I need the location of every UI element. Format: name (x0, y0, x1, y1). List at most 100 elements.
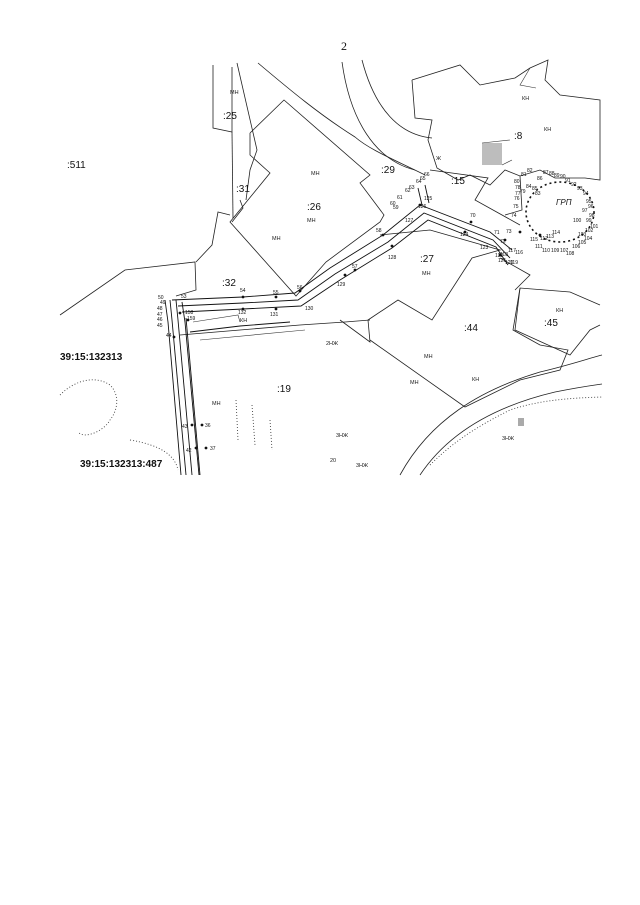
parcel-label-511: :511 (67, 160, 86, 171)
mark-3nzh: 3НЖ (502, 436, 514, 442)
parcel-label-19: :19 (277, 384, 291, 395)
point-number-label: 37 (210, 446, 216, 452)
point-number-label: 46 (157, 317, 163, 323)
parcel-labels: :511 :25 :31 :26 :29 :8 :15 :27 :32 :44 … (67, 111, 558, 395)
point-number-label: 125 (424, 196, 433, 202)
point-number-label: 87 (543, 170, 549, 176)
pipeline-route (164, 184, 513, 476)
point-number-label: 42 (186, 448, 192, 454)
mark-mn: МН (422, 271, 431, 277)
point-number-label: 94 (583, 191, 589, 197)
point-number-label: 106 (572, 244, 581, 250)
point-number-label: 102 (585, 228, 594, 234)
point-number-label: 82 (527, 168, 533, 174)
point-number-label: 132 (238, 310, 247, 316)
point-number-label: 124 (460, 232, 469, 238)
point-number-label: 61 (397, 195, 403, 201)
mark-kn: КН (472, 377, 479, 383)
point-number-label: 123 (480, 245, 489, 251)
point-number-label: 115 (530, 237, 538, 243)
point-number-label: 101 (590, 224, 599, 230)
mark-kn: КН (240, 318, 247, 324)
point-number-label: 97 (582, 208, 588, 214)
point-number-label: 89 (554, 173, 560, 179)
mark-2nzh: 2НЖ (326, 341, 338, 347)
point-number-label: 71 (494, 230, 500, 236)
grp-label: ГРП (556, 198, 572, 207)
parcel-label-26: :26 (307, 202, 321, 213)
point-number-label: 58 (376, 228, 382, 234)
point-number-label: 64 (416, 179, 422, 185)
mark-mn: МН (424, 354, 433, 360)
point-number-label: 86 (537, 176, 543, 182)
mark-kn: КН (556, 308, 563, 314)
point-number-label: 131 (270, 312, 279, 318)
mark-3nzh: 3НЖ (336, 433, 348, 439)
point-number-label: 100 (573, 218, 582, 224)
cadastral-block-label: 39:15:132313 (60, 352, 123, 363)
point-number-label: 116 (515, 250, 523, 256)
point-number-label: 91 (565, 178, 571, 184)
mark-3nzh: 3НЖ (356, 463, 368, 469)
point-number-label: 79 (520, 189, 526, 195)
point-number-label: 73 (506, 229, 512, 235)
point-number-label: 59 (393, 205, 399, 211)
point-number-label: 117 (508, 248, 516, 254)
mark-kn: КН (522, 96, 529, 102)
point-number-label: 88 (549, 171, 555, 177)
parcel-label-25: :25 (223, 111, 237, 122)
point-number-label: 85 (532, 186, 538, 192)
point-number-label: 72 (500, 239, 506, 245)
point-number-label: 77 (515, 191, 521, 197)
point-number-label: 70 (470, 213, 476, 219)
parcel-label-31: :31 (236, 184, 250, 195)
mark-mn: МН (272, 236, 281, 242)
point-number-label: 36 (205, 423, 211, 429)
point-number-label: 53 (181, 294, 187, 300)
point-number-label: 128 (388, 255, 397, 261)
mark-mn: МН (311, 171, 320, 177)
point-number-label: 121 (498, 258, 507, 264)
point-number-label: 55 (273, 290, 279, 296)
point-number-label: 118 (500, 252, 508, 258)
point-number-label: 107 (560, 248, 569, 254)
building-hatch (481, 139, 524, 426)
point-number-label: 90 (560, 174, 566, 180)
parcel-label-44: :44 (464, 323, 478, 334)
relief-lines (59, 379, 603, 471)
point-number-label: 130 (305, 306, 314, 312)
point-number-label: 159 (187, 316, 196, 322)
point-number-label: 56 (297, 285, 303, 291)
mark-mn: МН (307, 218, 316, 224)
point-number-label: 74 (511, 213, 517, 219)
point-number-label: 44 (166, 333, 172, 339)
grp-ring (525, 181, 595, 243)
point-number-label: 113 (546, 234, 554, 240)
parcel-label-32: :32 (222, 278, 236, 289)
parcel-label-15: :15 (451, 176, 465, 187)
parcel-label-29: :29 (381, 165, 395, 176)
point-number-label: 99 (586, 218, 592, 224)
mark-mn: МН (212, 401, 221, 407)
point-number-label: 48 (157, 306, 163, 312)
point-number-label: 126 (418, 204, 427, 210)
point-number-label: 122 (495, 253, 504, 259)
point-number-label: 112 (540, 236, 548, 242)
point-number-label: 63 (409, 185, 415, 191)
point-number-label: 60 (390, 201, 396, 207)
point-number-label: 80 (514, 179, 520, 185)
point-number-label: 110 (542, 248, 550, 254)
point-number-label: 95 (586, 199, 592, 205)
point-number-label: 76 (514, 196, 520, 202)
point-number-label: 75 (513, 204, 519, 210)
point-number-label: 57 (352, 264, 358, 270)
point-number-label: 81 (521, 172, 527, 178)
mark-kn: КН (544, 127, 551, 133)
point-number-label: 103 (578, 232, 587, 238)
point-number-label: 120 (505, 260, 514, 266)
mark-mn: МН (410, 380, 419, 386)
point-number-label: 127 (405, 218, 414, 224)
